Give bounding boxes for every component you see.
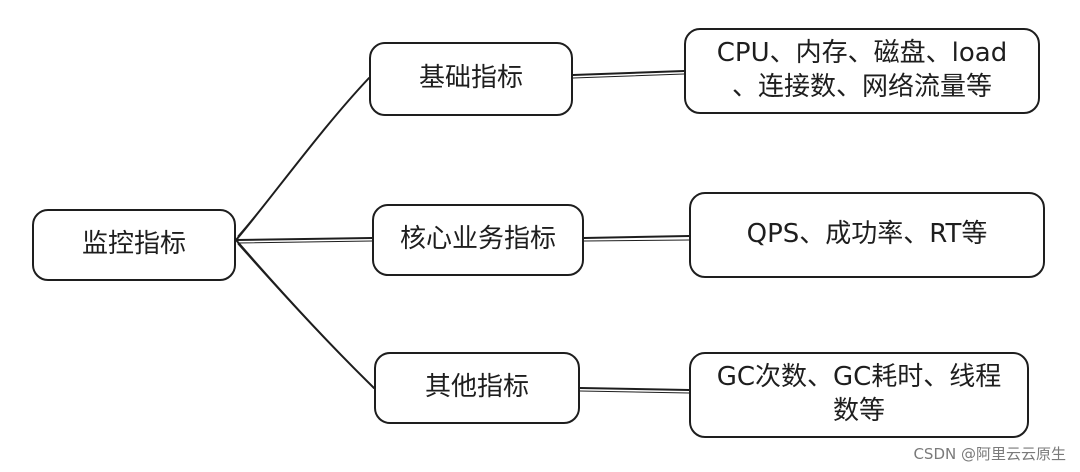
leaf-line: QPS、成功率、RT等: [746, 219, 988, 250]
connector-other-leaf: [579, 387, 690, 391]
branch-node-core-business-metrics: 核心业务指标: [372, 204, 584, 276]
connector-root-other: [235, 239, 375, 389]
connector-core-leaf: [583, 235, 690, 239]
branch-node-other-metrics: 其他指标: [374, 352, 580, 424]
branch-node-label: 基础指标: [418, 63, 523, 94]
leaf-node-core-details: QPS、成功率、RT等: [689, 192, 1045, 278]
connector-basic-leaf: [572, 70, 685, 76]
root-node-monitoring-metrics: 监控指标: [32, 209, 236, 281]
leaf-line: GC次数、GC耗时、线程: [716, 362, 1002, 393]
leaf-line: 、连接数、网络流量等: [731, 72, 992, 102]
watermark: CSDN @阿里云云原生: [913, 445, 1066, 463]
leaf-node-other-details: GC次数、GC耗时、线程 数等: [689, 352, 1029, 438]
connector-root-basic: [235, 77, 370, 241]
branch-node-label: 核心业务指标: [399, 224, 556, 255]
branch-node-basic-metrics: 基础指标: [369, 42, 573, 116]
leaf-node-basic-details: CPU、内存、磁盘、load 、连接数、网络流量等: [684, 28, 1040, 114]
connector-root-core: [235, 237, 373, 241]
leaf-line: CPU、内存、磁盘、load: [716, 38, 1008, 69]
root-node-label: 监控指标: [81, 229, 186, 260]
leaf-line: 数等: [832, 396, 885, 426]
branch-node-label: 其他指标: [424, 372, 529, 403]
